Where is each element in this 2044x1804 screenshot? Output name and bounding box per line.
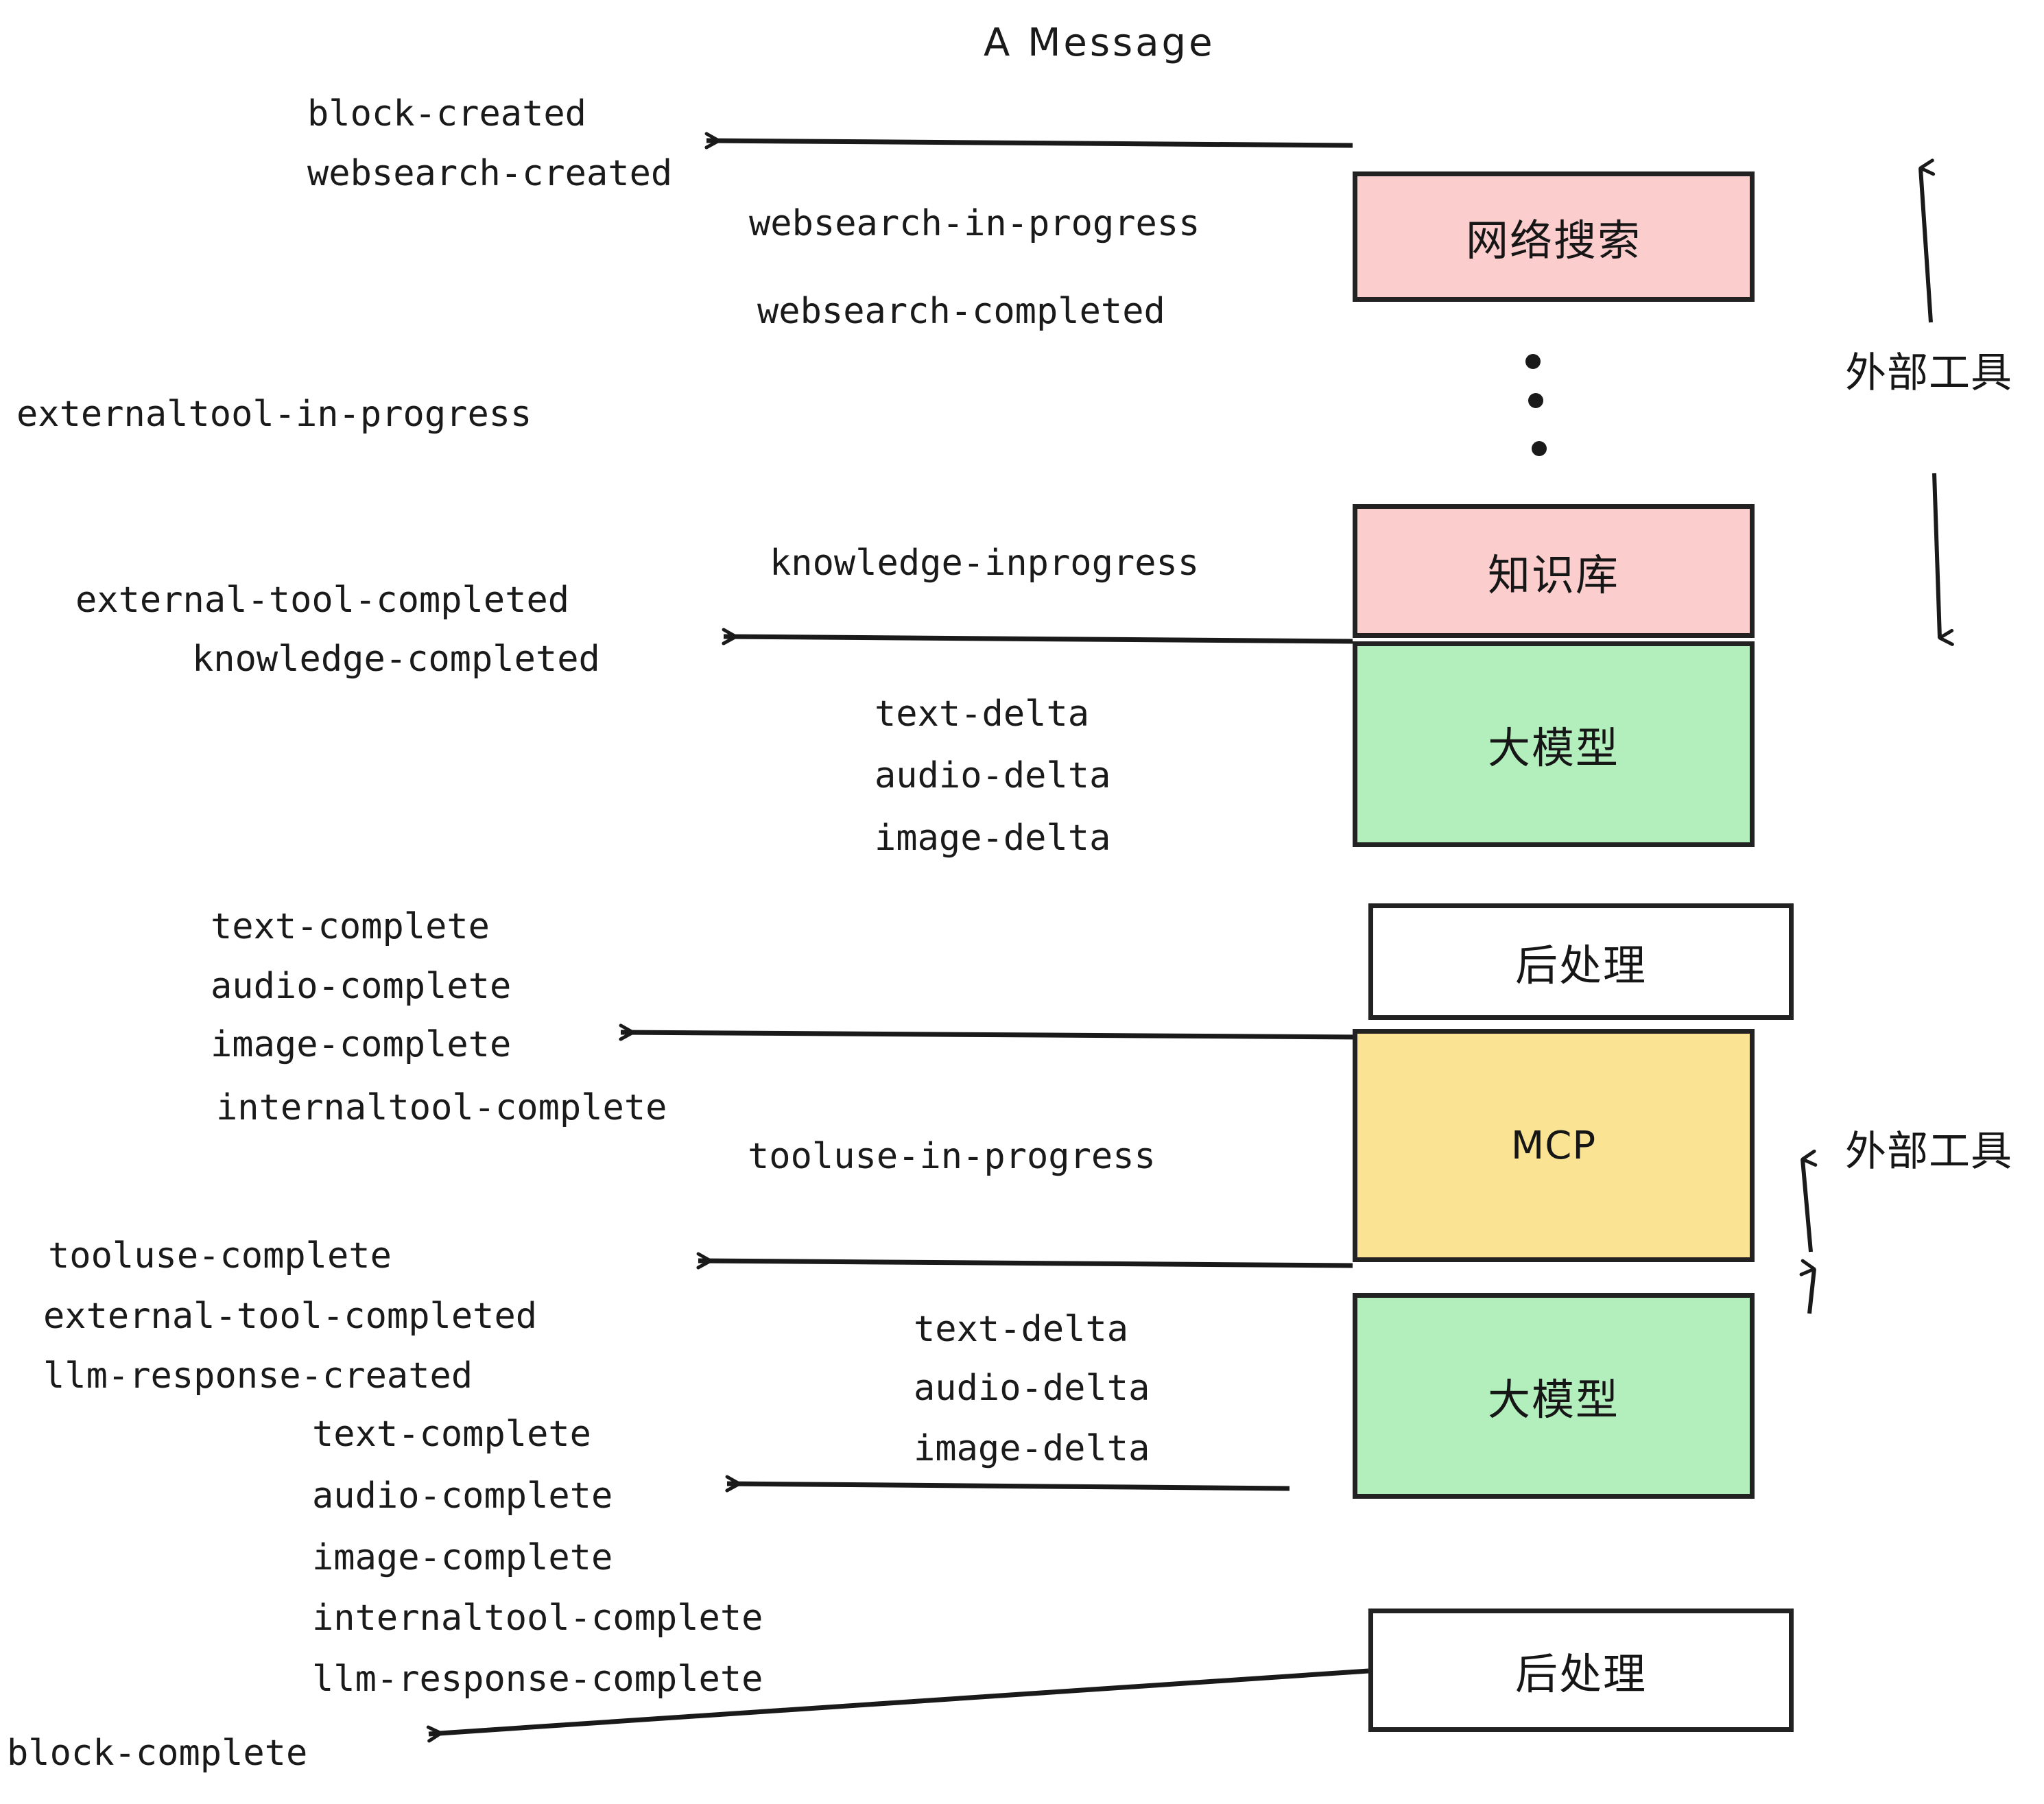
box-knowledge-label: 知识库 (1487, 549, 1619, 600)
event-external-tool-completed-1: external-tool-completed (75, 580, 570, 621)
event-external-tool-completed-2: external-tool-completed (43, 1296, 538, 1337)
arrow-external-tools-top-up (1918, 158, 1936, 323)
side-label-external-tools-top: 外部工具 (1845, 349, 2012, 397)
event-websearch-in-progress: websearch-in-progress (749, 203, 1200, 244)
diagram-title: A Message (984, 21, 1215, 65)
arrow-external-tools-bottom-up (1801, 1149, 1818, 1253)
event-llm-response-complete: llm-response-complete (312, 1659, 763, 1700)
box-postprocess-1-label: 后处理 (1514, 940, 1647, 990)
arrow-external-tools-bottom-down (1799, 1259, 1816, 1314)
event-text-complete-2: text-complete (312, 1414, 591, 1455)
event-llm-response-created: llm-response-created (43, 1355, 473, 1397)
event-knowledge-inprogress: knowledge-inprogress (770, 543, 1200, 584)
ellipsis-dot-1 (1525, 354, 1541, 369)
event-image-complete-2: image-complete (312, 1537, 613, 1578)
box-websearch-label: 网络搜索 (1465, 215, 1641, 265)
box-websearch[interactable]: 网络搜索 (1353, 171, 1755, 302)
box-llm-1[interactable]: 大模型 (1353, 641, 1755, 847)
event-internaltool-complete-2: internaltool-complete (312, 1598, 763, 1639)
event-text-delta-1: text-delta (875, 693, 1090, 735)
event-tooluse-in-progress: tooluse-in-progress (748, 1136, 1156, 1177)
event-websearch-completed: websearch-completed (757, 291, 1165, 332)
box-llm-2-label: 大模型 (1487, 1375, 1619, 1425)
side-label-external-tools-bottom: 外部工具 (1845, 1128, 2012, 1176)
arrow-websearch-to-created (704, 132, 1353, 150)
event-image-complete-1: image-complete (211, 1024, 512, 1065)
event-websearch-created: websearch-created (307, 153, 673, 194)
event-image-delta-1: image-delta (875, 818, 1111, 859)
box-postprocess-1[interactable]: 后处理 (1368, 903, 1794, 1020)
event-externaltool-in-progress: externaltool-in-progress (16, 394, 532, 435)
event-audio-complete-1: audio-complete (211, 966, 512, 1007)
event-audio-delta-1: audio-delta (875, 755, 1111, 796)
event-text-complete-1: text-complete (211, 906, 490, 947)
arrow-knowledge-to-completed (722, 628, 1353, 645)
event-image-delta-2: image-delta (914, 1428, 1150, 1469)
event-internaltool-complete-1: internaltool-complete (216, 1087, 667, 1128)
arrow-llm1-to-image-complete (619, 1023, 1362, 1041)
box-postprocess-2-label: 后处理 (1514, 1649, 1647, 1699)
event-audio-delta-2: audio-delta (914, 1368, 1150, 1409)
box-postprocess-2[interactable]: 后处理 (1368, 1609, 1794, 1732)
arrow-mcp-to-tooluse-complete (696, 1252, 1353, 1270)
ellipsis-dot-2 (1528, 393, 1543, 408)
event-audio-complete-2: audio-complete (312, 1475, 613, 1517)
ellipsis-dot-3 (1532, 441, 1547, 456)
box-mcp[interactable]: MCP (1353, 1029, 1755, 1262)
event-block-complete: block-complete (7, 1733, 308, 1774)
event-block-created: block-created (307, 93, 586, 134)
event-tooluse-complete: tooluse-complete (48, 1235, 392, 1277)
arrow-external-tools-top-down (1932, 473, 1954, 646)
box-llm-1-label: 大模型 (1487, 723, 1619, 773)
arrow-llm2-to-audio-complete (725, 1475, 1290, 1493)
box-knowledge[interactable]: 知识库 (1353, 504, 1755, 638)
box-llm-2[interactable]: 大模型 (1353, 1293, 1755, 1499)
box-mcp-label: MCP (1510, 1123, 1597, 1168)
event-knowledge-completed: knowledge-completed (192, 639, 600, 680)
event-text-delta-2: text-delta (914, 1309, 1129, 1350)
